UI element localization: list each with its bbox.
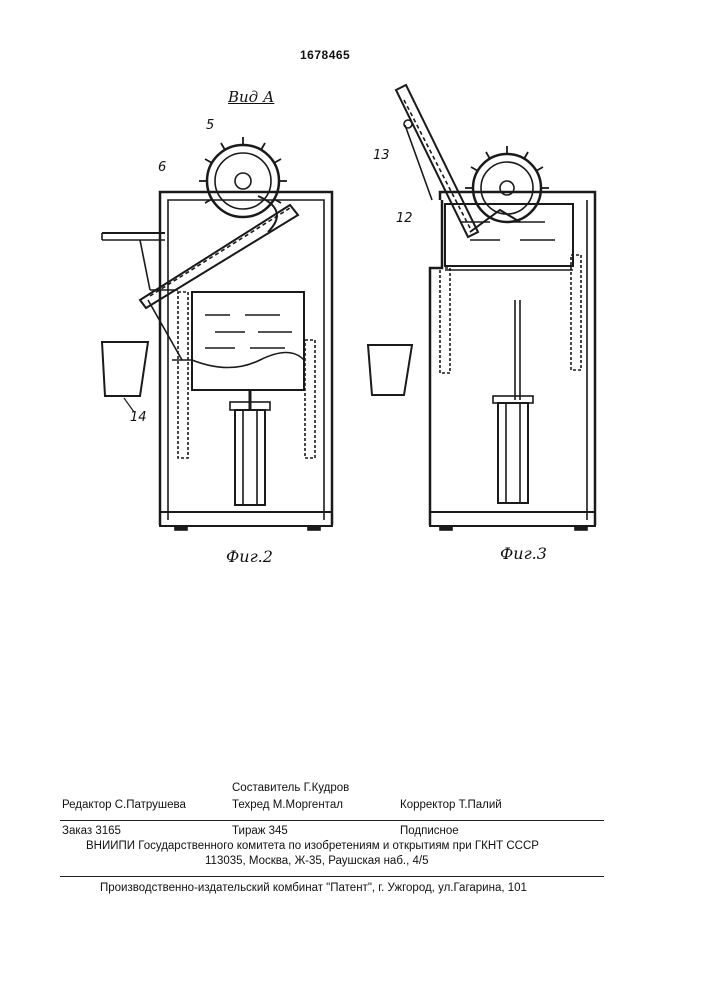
publisher-line: Производственно-издательский комбинат "П… <box>100 882 527 894</box>
fig2-drum <box>207 145 279 217</box>
fig2-cylinder <box>235 410 265 505</box>
fig2-caption: Фиг.2 <box>226 547 273 566</box>
fig2-tank <box>192 292 304 390</box>
fig3-base <box>430 512 595 526</box>
fig3-drum <box>473 154 541 222</box>
fig2-base <box>160 512 332 526</box>
editor-credit: Редактор С.Патрушева <box>62 799 186 811</box>
fig2-post-right <box>305 340 315 458</box>
fig3-container <box>368 345 412 395</box>
compiler-credit: Составитель Г.Кудров <box>232 782 349 794</box>
fig3-post-right <box>571 255 581 370</box>
fig3-cylinder <box>498 403 528 503</box>
technical-drawing <box>0 0 707 600</box>
ref-5-label: 5 <box>206 118 214 133</box>
figure-3-drawing <box>368 85 595 530</box>
organization-line: ВНИИПИ Государственного комитета по изоб… <box>86 840 539 852</box>
techred-credit: Техред М.Моргентал <box>232 799 343 811</box>
circulation: Тираж 345 <box>232 825 288 837</box>
order-number: Заказ 3165 <box>62 825 121 837</box>
ref-6-label: 6 <box>158 160 166 175</box>
ref-14-label: 14 <box>130 410 147 425</box>
fig2-container-14 <box>102 342 148 396</box>
fig3-post-left <box>440 268 450 373</box>
corrector-credit: Корректор Т.Палий <box>400 799 502 811</box>
divider-bottom <box>60 876 604 877</box>
figure-2-drawing <box>102 137 332 530</box>
ref-12-label: 12 <box>396 211 413 226</box>
fig3-caption: Фиг.3 <box>500 544 547 563</box>
view-a-label: Вид А <box>228 88 274 106</box>
divider-top <box>60 820 604 821</box>
subscription-note: Подписное <box>400 825 459 837</box>
fig2-post-left <box>178 292 188 458</box>
ref-13-label: 13 <box>373 148 390 163</box>
fig2-frame-outer <box>160 192 332 525</box>
address-line: 113035, Москва, Ж-35, Раушская наб., 4/5 <box>205 855 428 867</box>
